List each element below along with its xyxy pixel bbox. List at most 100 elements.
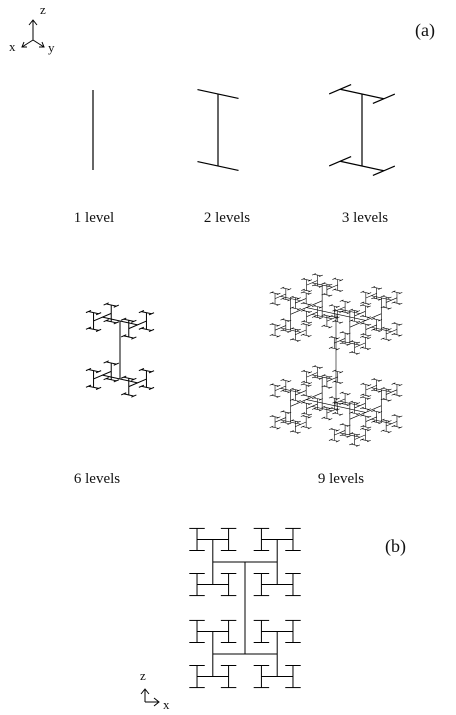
fractal-segment (346, 424, 351, 427)
fractal-segment (302, 302, 310, 305)
fractal-segment (113, 379, 120, 383)
fractal-segment (371, 328, 376, 331)
fractal-segment (311, 304, 316, 307)
fractal-segment (318, 366, 323, 369)
fractal-segment (371, 317, 376, 320)
fractal-segment (360, 290, 365, 293)
fractal-segment (276, 335, 281, 338)
fractal-segment (354, 342, 366, 348)
fractal-segment (398, 334, 403, 337)
fractal-segment (289, 327, 294, 330)
fractal-segment (349, 411, 354, 414)
fractal-segment (346, 301, 351, 304)
fractal-segment (359, 314, 364, 318)
fractal-segment (386, 421, 398, 427)
fractal-segment (311, 282, 333, 288)
fractal-segment (131, 394, 137, 398)
fractal-segment (120, 392, 127, 396)
fractal-segment (341, 311, 349, 314)
fractal-segment (301, 380, 306, 383)
fractal-segment (300, 425, 305, 428)
fractal-segment (360, 414, 365, 417)
fractal-segment (387, 399, 392, 402)
fractal-segment (339, 331, 344, 334)
fractal-segment (349, 351, 354, 354)
fractal-segment (141, 327, 152, 331)
fractal-segment (382, 387, 390, 391)
fractal-segment (290, 300, 323, 315)
fractal-segment (311, 314, 333, 320)
fractal-segment (141, 369, 152, 373)
fractal-segment (308, 413, 313, 416)
fractal-segment (280, 297, 285, 300)
fractal-segment (303, 278, 311, 281)
fractal-segment (367, 426, 372, 429)
fractal-segment (340, 88, 384, 100)
fractal-segment (328, 396, 333, 399)
fractal-segment (354, 434, 366, 440)
fractal-segment (307, 303, 312, 306)
fractal-segment (341, 403, 349, 406)
fractal-segment (335, 316, 340, 319)
fractal-segment (328, 326, 333, 329)
fractal-segment (372, 165, 396, 177)
fractal-6-levels (85, 302, 155, 398)
fractal-segment (113, 304, 120, 308)
fractal-segment (313, 284, 321, 287)
fractal-segment (365, 416, 377, 422)
fractal-segment (356, 310, 361, 313)
fractal-segment (328, 315, 333, 318)
fractal-segment (328, 83, 352, 95)
fractal-segment (287, 319, 292, 322)
fractal-segment (373, 329, 381, 332)
fractal-segment (367, 334, 372, 337)
fractal-segment (391, 332, 396, 336)
fractal-segment (346, 311, 351, 315)
fractal-segment (103, 377, 109, 381)
fractal-segment (359, 438, 364, 441)
fractal-segment (271, 292, 279, 295)
fractal-9-levels (269, 273, 403, 447)
fractal-segment (365, 293, 377, 299)
fractal-segment (269, 414, 274, 418)
fractal-segment (291, 430, 299, 434)
fractal-segment (300, 414, 305, 417)
fractal-segment (301, 412, 306, 415)
fractal-segment (351, 320, 359, 323)
fractal-segment (321, 324, 326, 327)
fractal-segment (391, 301, 396, 304)
fractal-segment (386, 389, 398, 395)
fractal-segment (295, 298, 307, 304)
fractal-segment (276, 416, 281, 419)
fractal-segment (361, 439, 369, 442)
fractal-segment (371, 296, 376, 300)
fractal-segment (351, 433, 359, 436)
fractal-segment (300, 383, 305, 386)
fractal-segment (197, 160, 239, 172)
fractal-segment (289, 295, 294, 298)
fractal-segment (341, 300, 349, 303)
fractal-segment (301, 401, 306, 404)
fractal-segment (300, 322, 305, 325)
fractal-segment (291, 388, 299, 391)
fractal-segment (382, 338, 390, 341)
fractal-segment (387, 307, 392, 310)
fractal-segment (313, 408, 321, 411)
fractal-segment (301, 277, 306, 281)
fractal-segment (349, 443, 354, 446)
fractal-segment (120, 375, 127, 379)
fractal-segment (296, 420, 301, 424)
fractal-segment (378, 298, 383, 301)
fractal-segment (339, 382, 344, 385)
fractal-segment (373, 318, 381, 321)
fractal-segment (339, 413, 344, 416)
fractal-segment (360, 393, 365, 396)
fractal-segment (380, 398, 385, 401)
fractal-segment (371, 295, 392, 301)
fractal-segment (339, 290, 344, 293)
fractal-segment (306, 403, 318, 409)
fractal-segment (102, 374, 138, 384)
fractal-segment (296, 389, 301, 392)
fractal-segment (303, 370, 311, 373)
fractal-segment (334, 398, 346, 404)
